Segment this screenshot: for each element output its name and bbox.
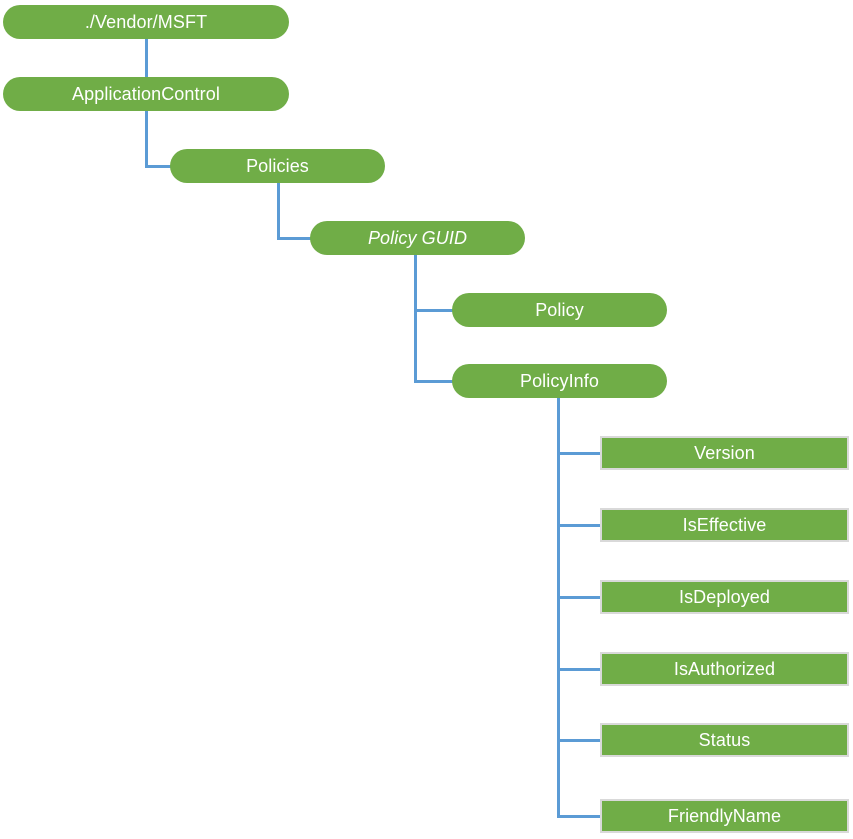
node-isdeployed[interactable]: IsDeployed — [600, 580, 849, 614]
node-label-policies: Policies — [246, 156, 309, 176]
c-to-iseffective — [557, 524, 602, 527]
node-policy[interactable]: Policy — [452, 293, 667, 327]
c-vendor-to-appcontrol — [145, 38, 148, 78]
node-label-friendlyname: FriendlyName — [667, 806, 782, 826]
c-to-version — [557, 452, 602, 455]
node-label-policyinfo: PolicyInfo — [519, 371, 600, 391]
node-label-vendor-msft: ./Vendor/MSFT — [84, 12, 208, 32]
node-version[interactable]: Version — [600, 436, 849, 470]
c-guid-trunk — [414, 254, 417, 382]
node-label-isdeployed: IsDeployed — [678, 587, 771, 607]
c-to-isauthorized — [557, 668, 602, 671]
node-label-iseffective: IsEffective — [682, 515, 767, 535]
c-policyinfo-trunk — [557, 397, 560, 817]
node-applicationcontrol[interactable]: ApplicationControl — [3, 77, 289, 111]
c-to-status — [557, 739, 602, 742]
c-policies-trunk — [277, 182, 280, 239]
c-appcontrol-to-policies — [145, 165, 172, 168]
node-status[interactable]: Status — [600, 723, 849, 757]
node-vendor-msft[interactable]: ./Vendor/MSFT — [3, 5, 289, 39]
node-policy-guid[interactable]: Policy GUID — [310, 221, 525, 255]
node-label-status: Status — [698, 730, 751, 750]
node-label-version: Version — [694, 443, 755, 463]
c-guid-to-policyinfo — [414, 380, 454, 383]
node-isauthorized[interactable]: IsAuthorized — [600, 652, 849, 686]
c-policies-to-guid — [277, 237, 312, 240]
c-to-friendlyname — [557, 815, 602, 818]
node-label-applicationcontrol: ApplicationControl — [72, 84, 220, 104]
node-policyinfo[interactable]: PolicyInfo — [452, 364, 667, 398]
c-appcontrol-trunk — [145, 110, 148, 167]
node-friendlyname[interactable]: FriendlyName — [600, 799, 849, 833]
node-label-isauthorized: IsAuthorized — [673, 659, 776, 679]
c-to-isdeployed — [557, 596, 602, 599]
node-label-policy: Policy — [535, 300, 584, 320]
node-policies[interactable]: Policies — [170, 149, 385, 183]
node-label-policy-guid: Policy GUID — [367, 228, 468, 248]
c-guid-to-policy — [414, 309, 454, 312]
node-iseffective[interactable]: IsEffective — [600, 508, 849, 542]
